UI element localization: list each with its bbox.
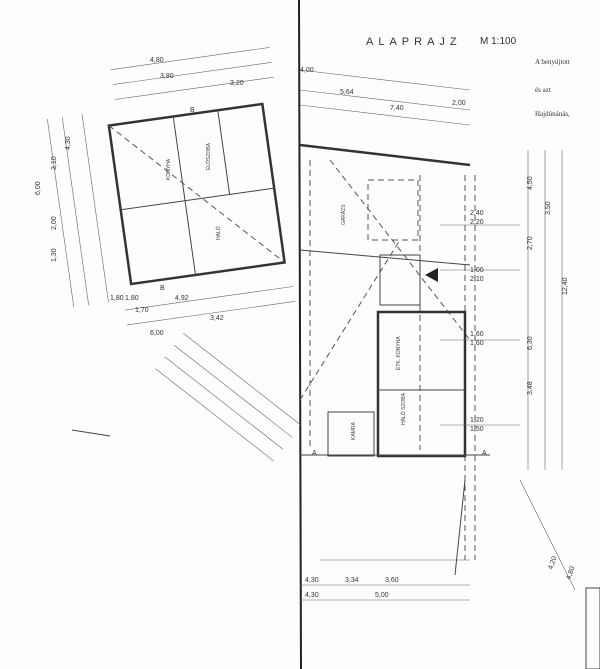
dimension-label: 3,48 [527, 381, 534, 395]
room-label: KAMRA [351, 422, 357, 440]
dimension-label: 3,20 [230, 80, 244, 87]
dimension-label: 2,00 [51, 216, 58, 230]
dimension-label: 1,60 [470, 331, 484, 338]
dimension-label: 3,34 [345, 577, 359, 584]
dimension-label: 4,30 [305, 592, 319, 599]
left-plan-lower-dims [155, 333, 302, 462]
room-label: ÉTK. KONYHA [395, 336, 402, 370]
dimension-label: 4,30 [305, 577, 319, 584]
dimension-label: 3,50 [545, 201, 552, 215]
approval-note: és azt [535, 86, 551, 94]
dimension-label: 2,20 [470, 219, 484, 226]
dimension-label: 1,00 [470, 267, 484, 274]
dimension-label: 6,30 [527, 336, 534, 350]
left-plan-rotated [47, 47, 296, 326]
dimension-label: 1,30 [51, 248, 58, 262]
dimension-label: 1,60 [470, 340, 484, 347]
dimension-label: 1,20 [470, 417, 484, 424]
section-mark: B [190, 107, 195, 114]
dimension-label: 4,80 [150, 57, 164, 64]
dimension-label: 6,00 [150, 330, 164, 337]
dimension-label: 4,20 [547, 555, 558, 570]
room-label: HÁLÓ [215, 226, 222, 240]
dimension-label: 12,40 [562, 277, 569, 295]
dimension-label: 3,10 [51, 156, 58, 170]
dimension-label: 7,40 [390, 105, 404, 112]
plan-title: ALAPRAJZ [366, 36, 462, 48]
dimension-label: 3,60 [385, 577, 399, 584]
dimension-label: 5,64 [340, 89, 354, 96]
approval-note: A benyújtott [535, 58, 570, 66]
dimension-label: 1,80 [125, 295, 139, 302]
dimension-label: 2,70 [527, 236, 534, 250]
dimension-label: 4,00 [300, 67, 314, 74]
dimension-label: 5,00 [375, 592, 389, 599]
dimension-label: 4,50 [527, 176, 534, 190]
dimension-label: 2,10 [470, 276, 484, 283]
room-label: GARÁZS [340, 204, 347, 225]
dimension-label: 4,92 [175, 295, 189, 302]
dimension-label: 1,70 [135, 307, 149, 314]
plan-scale: M 1:100 [480, 36, 517, 47]
right-plan [299, 69, 600, 669]
dimension-label: 1,50 [470, 426, 484, 433]
room-label: ELŐSZOBA [205, 142, 212, 170]
section-mark: A [312, 450, 317, 457]
page-fold-line [298, 0, 302, 669]
dimension-label: 2,40 [470, 210, 484, 217]
room-label: KONYHA [166, 158, 172, 180]
section-mark: A [482, 450, 487, 457]
dimension-label: 4,80 [565, 565, 576, 580]
dimension-label: 1,80 [110, 295, 124, 302]
dimension-label: 3,42 [210, 315, 224, 322]
room-label: HÁLÓ SZOBA [400, 392, 407, 425]
dimension-label: 6,00 [35, 181, 42, 195]
north-arrow [71, 429, 111, 437]
dimension-label: 4,30 [65, 136, 72, 150]
approval-note: Hajdúnánás, [535, 110, 570, 118]
section-mark: B [160, 285, 165, 292]
dimension-label: 2,00 [452, 100, 466, 107]
dimension-label: 3,80 [160, 73, 174, 80]
